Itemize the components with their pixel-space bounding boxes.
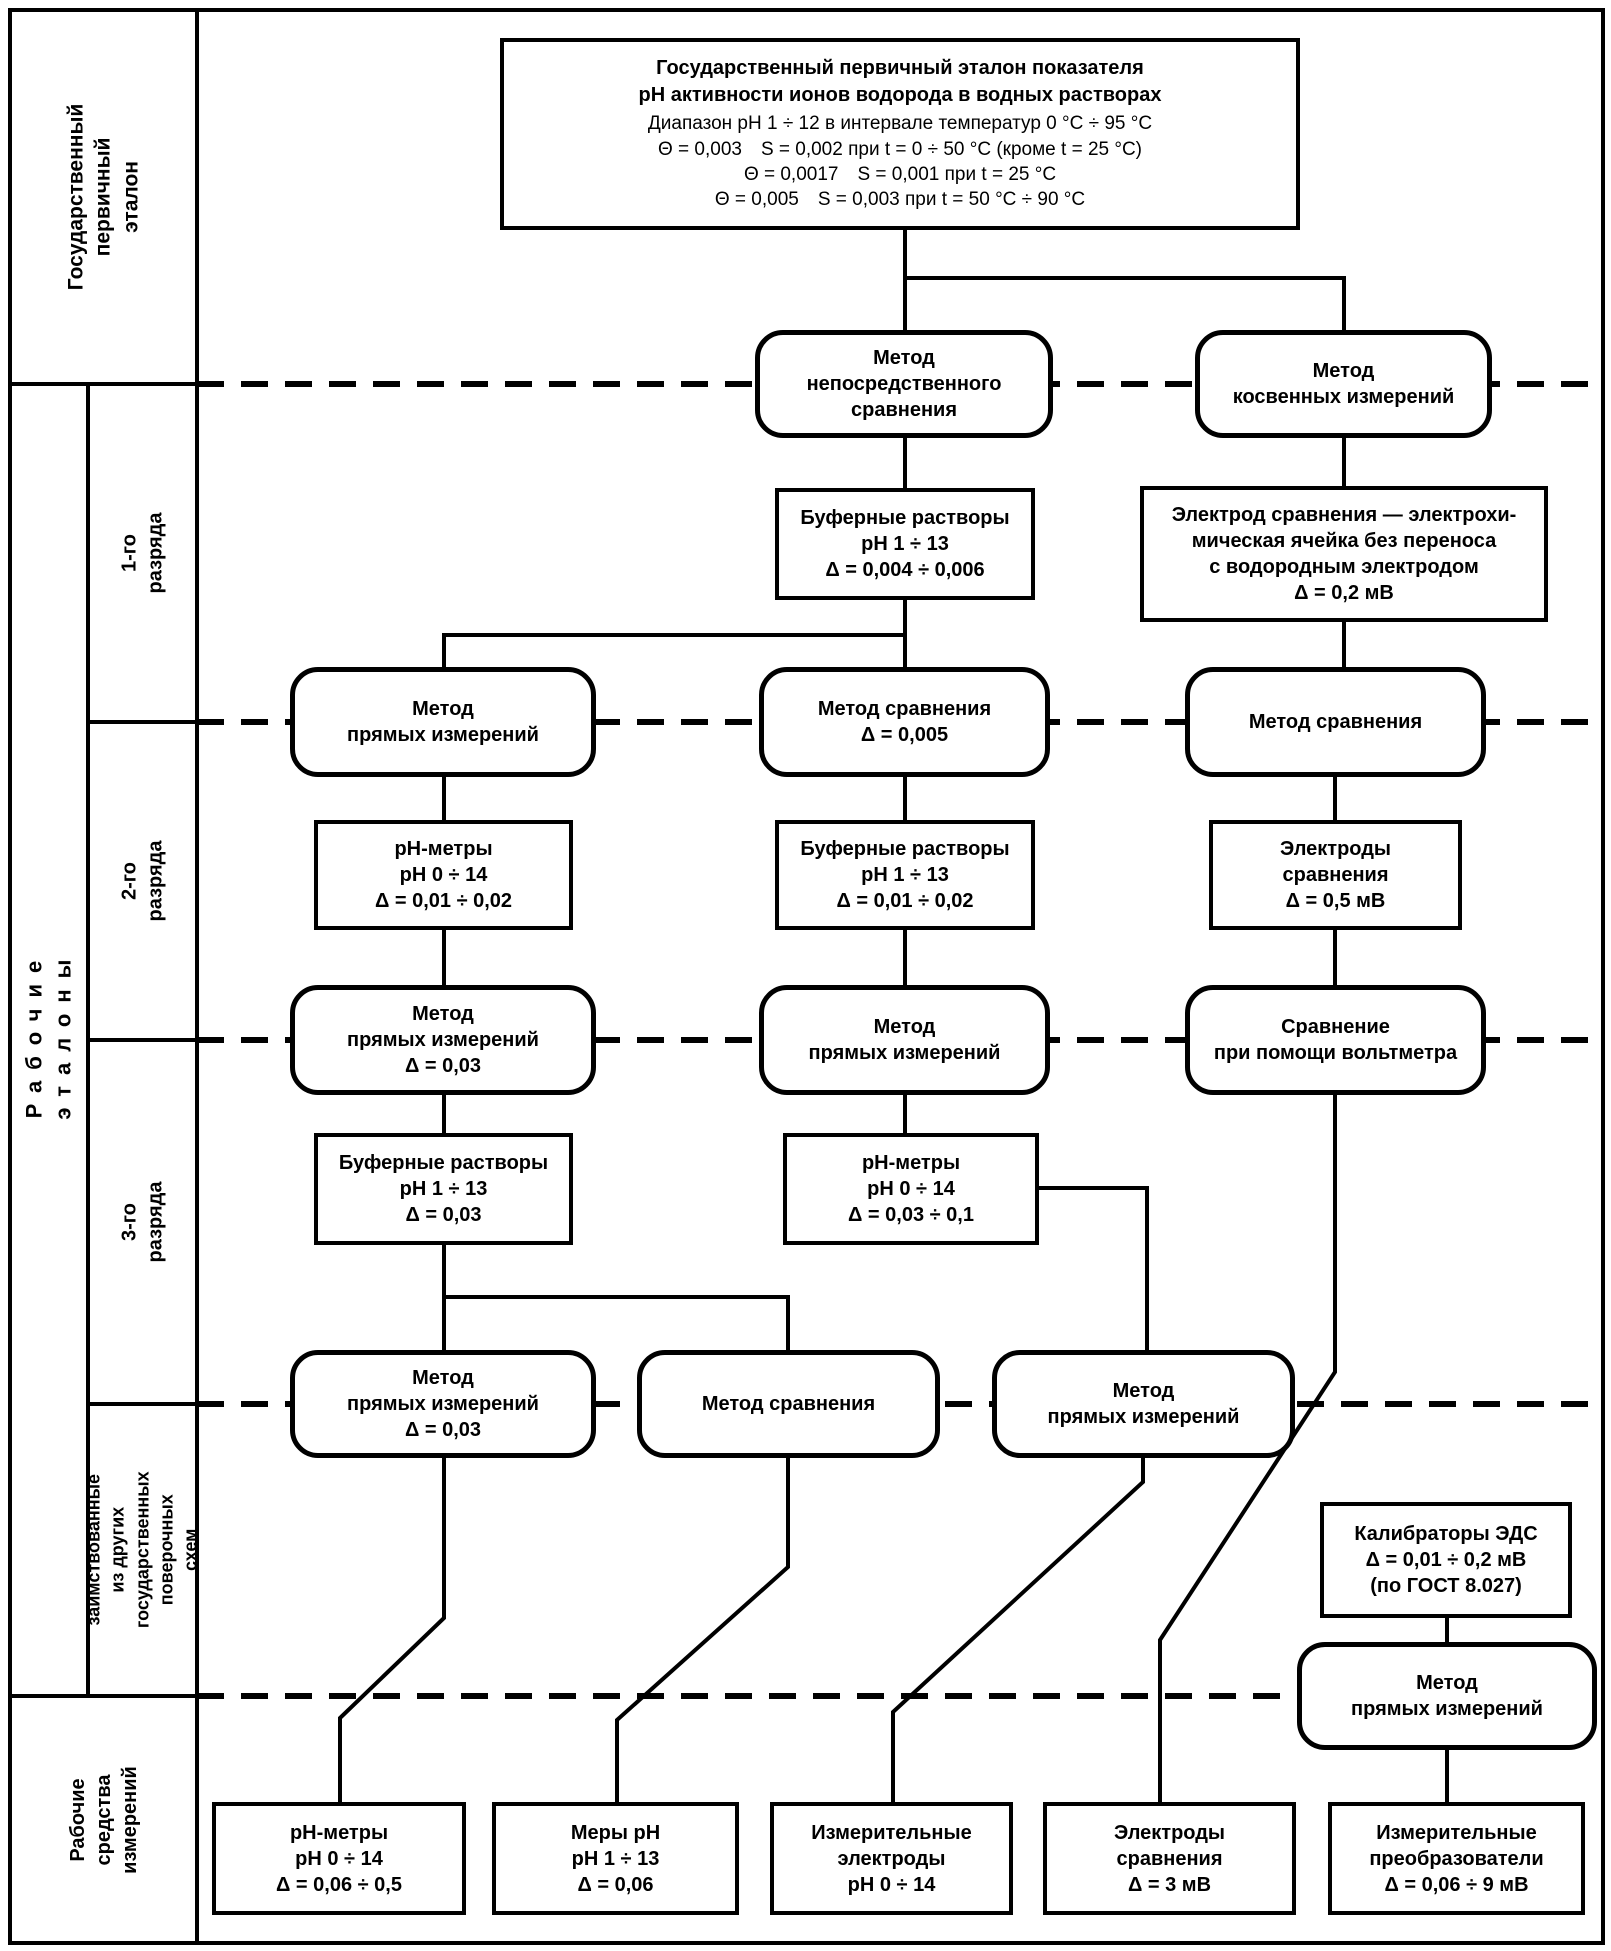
buffer-solutions-rank1-box: Буферные растворы pH 1 ÷ 13 Δ = 0,004 ÷ … [775,488,1035,600]
method-direct-rank3-right-text: Метод прямых измерений [1047,1380,1240,1428]
method-direct-rank1-box: Метод прямых измерений [290,667,596,777]
reference-electrodes-rank2-box: Электроды сравнения Δ = 0,5 мВ [1209,820,1462,930]
connector [905,276,1346,330]
wm-ph-measures-box: Меры pH pH 1 ÷ 13 Δ = 0,06 [492,1802,739,1915]
connector [1039,1186,1149,1350]
sidebar-label-working-instruments-text: Рабочие средства измерений [66,1765,141,1874]
method-comparison-rank3-text: Метод сравнения [701,1393,876,1415]
wm-transducers-box: Измерительные преобразователи Δ = 0,06 ÷… [1328,1802,1585,1915]
buffer-solutions-rank3-box: Буферные растворы pH 1 ÷ 13 Δ = 0,03 [314,1133,573,1245]
reference-electrodes-rank2-text: Электроды сравнения Δ = 0,5 мВ [1279,838,1392,912]
sidebar-label-rank-2-text: 2-го разряда [118,840,167,922]
electrode-cell-text: Электрод сравнения — электрохи- мическая… [1171,504,1517,604]
buffer-solutions-rank3-text: Буферные растворы pH 1 ÷ 13 Δ = 0,03 [338,1152,549,1226]
method-direct-bottom-box: Метод прямых измерений [1297,1642,1597,1750]
connector [615,1458,790,1802]
wm-reference-electrodes-box: Электроды сравнения Δ = 3 мВ [1043,1802,1296,1915]
voltmeter-comparison-text: Сравнение при помощи вольтметра [1213,1016,1458,1064]
method-direct-rank3-left-box: Метод прямых измерений Δ = 0,03 [290,1350,596,1458]
wm-transducers-text: Измерительные преобразователи Δ = 0,06 ÷… [1369,1821,1544,1896]
method-comparison-0005-text: Метод сравнения Δ = 0,005 [817,698,992,746]
emf-calibrators-text: Калибраторы ЭДС Δ = 0,01 ÷ 0,2 мВ (по ГО… [1354,1523,1538,1597]
sidebar-label-borrowed: заимствованные из других государственных… [84,1404,201,1696]
connector [444,1295,790,1350]
sidebar-label-rank-3: 3-го разряда [88,1040,197,1404]
wm-ph-meters-text: pH-метры pH 0 ÷ 14 Δ = 0,06 ÷ 0,5 [276,1821,402,1896]
wm-reference-electrodes-text: Электроды сравнения Δ = 3 мВ [1113,1821,1226,1896]
voltmeter-comparison-box: Сравнение при помощи вольтметра [1185,985,1486,1095]
sidebar-label-borrowed-text: заимствованные из других государственных… [83,1471,201,1629]
buffer-solutions-rank2-text: Буферные растворы pH 1 ÷ 13 Δ = 0,01 ÷ 0… [800,838,1010,912]
method-direct-comparison-text: Метод непосредственного сравнения [806,347,1002,421]
method-direct-rank3-left-text: Метод прямых измерений Δ = 0,03 [347,1367,539,1441]
connector [891,1458,1145,1802]
method-indirect-measurements-text: Метод косвенных измерений [1232,360,1455,408]
buffer-solutions-rank2-box: Буферные растворы pH 1 ÷ 13 Δ = 0,01 ÷ 0… [775,820,1035,930]
buffer-solutions-rank1-text: Буферные растворы pH 1 ÷ 13 Δ = 0,004 ÷ … [800,507,1010,581]
ph-meters-rank3-text: pH-метры pH 0 ÷ 14 Δ = 0,03 ÷ 0,1 [848,1152,974,1226]
method-comparison-rank1-text: Метод сравнения [1248,711,1423,733]
wm-measuring-electrodes-text: Измерительные электроды pH 0 ÷ 14 [811,1821,972,1896]
method-comparison-rank1-box: Метод сравнения [1185,667,1486,777]
method-direct-rank2-left-text: Метод прямых измерений Δ = 0,03 [347,1003,539,1077]
connector [338,1458,446,1802]
wm-ph-measures-text: Меры pH pH 1 ÷ 13 Δ = 0,06 [570,1821,661,1896]
sidebar-label-primary-standard-text: Государственный первичный эталон [64,103,143,291]
wm-ph-meters-box: pH-метры pH 0 ÷ 14 Δ = 0,06 ÷ 0,5 [212,1802,466,1915]
method-direct-rank2-left-box: Метод прямых измерений Δ = 0,03 [290,985,596,1095]
ph-meters-rank3-box: pH-метры pH 0 ÷ 14 Δ = 0,03 ÷ 0,1 [783,1133,1039,1245]
sidebar-label-rank-1-text: 1-го разряда [118,512,167,594]
wm-measuring-electrodes-box: Измерительные электроды pH 0 ÷ 14 [770,1802,1013,1915]
sidebar-label-primary-standard: Государственный первичный эталон [10,10,197,384]
method-comparison-0005-box: Метод сравнения Δ = 0,005 [759,667,1050,777]
sidebar-label-rank-2: 2-го разряда [88,722,197,1040]
sidebar-label-rank-3-text: 3-го разряда [118,1181,167,1263]
method-direct-comparison-box: Метод непосредственного сравнения [755,330,1053,438]
method-direct-rank3-right-box: Метод прямых измерений [992,1350,1295,1458]
method-indirect-measurements-box: Метод косвенных измерений [1195,330,1492,438]
sidebar-label-working-standards-text: Рабочие эталоны [21,948,75,1121]
sidebar-label-working-standards: Рабочие эталоны [10,384,88,1696]
method-direct-rank2-mid-box: Метод прямых измерений [759,985,1050,1095]
method-direct-rank1-text: Метод прямых измерений [347,698,539,746]
sidebar-label-working-instruments: Рабочие средства измерений [10,1696,197,1943]
ph-meters-rank2-text: pH-метры pH 0 ÷ 14 Δ = 0,01 ÷ 0,02 [374,838,513,912]
method-direct-bottom-text: Метод прямых измерений [1351,1672,1543,1720]
primary-standard-title: Государственный первичный эталон показат… [638,57,1162,107]
connector [442,633,905,667]
outer-border [8,8,1605,1945]
primary-standard-box: Государственный первичный эталон показат… [500,38,1300,230]
method-comparison-rank3-box: Метод сравнения [637,1350,940,1458]
connector [1158,1095,1337,1802]
electrode-cell-box: Электрод сравнения — электрохи- мическая… [1140,486,1548,622]
emf-calibrators-box: Калибраторы ЭДС Δ = 0,01 ÷ 0,2 мВ (по ГО… [1320,1502,1572,1618]
sidebar-label-rank-1: 1-го разряда [88,384,197,722]
ph-meters-rank2-box: pH-метры pH 0 ÷ 14 Δ = 0,01 ÷ 0,02 [314,820,573,930]
method-direct-rank2-mid-text: Метод прямых измерений [808,1016,1001,1064]
primary-standard-params: Диапазон pH 1 ÷ 12 в интервале температу… [647,113,1153,211]
